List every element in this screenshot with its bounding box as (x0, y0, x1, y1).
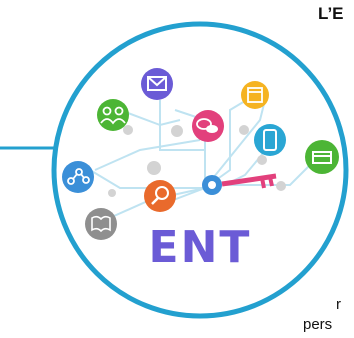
circuit-nodes (108, 125, 286, 197)
network-icon (62, 161, 94, 193)
envelope-icon (141, 68, 173, 100)
book-icon (85, 208, 117, 240)
page-heading: L’E (318, 4, 344, 23)
ent-ring (51, 21, 349, 319)
people-icon (97, 99, 129, 131)
search-icon (144, 180, 176, 212)
key-icon (202, 173, 277, 195)
ent-logo-text: ENT (148, 222, 252, 273)
text-fragment-line2: pers (303, 316, 333, 333)
text-fragment-line1: r (336, 296, 341, 313)
box-icon (305, 140, 339, 174)
mobile-icon (254, 124, 286, 156)
calendar-icon (241, 81, 269, 109)
chat-icon (192, 110, 224, 142)
